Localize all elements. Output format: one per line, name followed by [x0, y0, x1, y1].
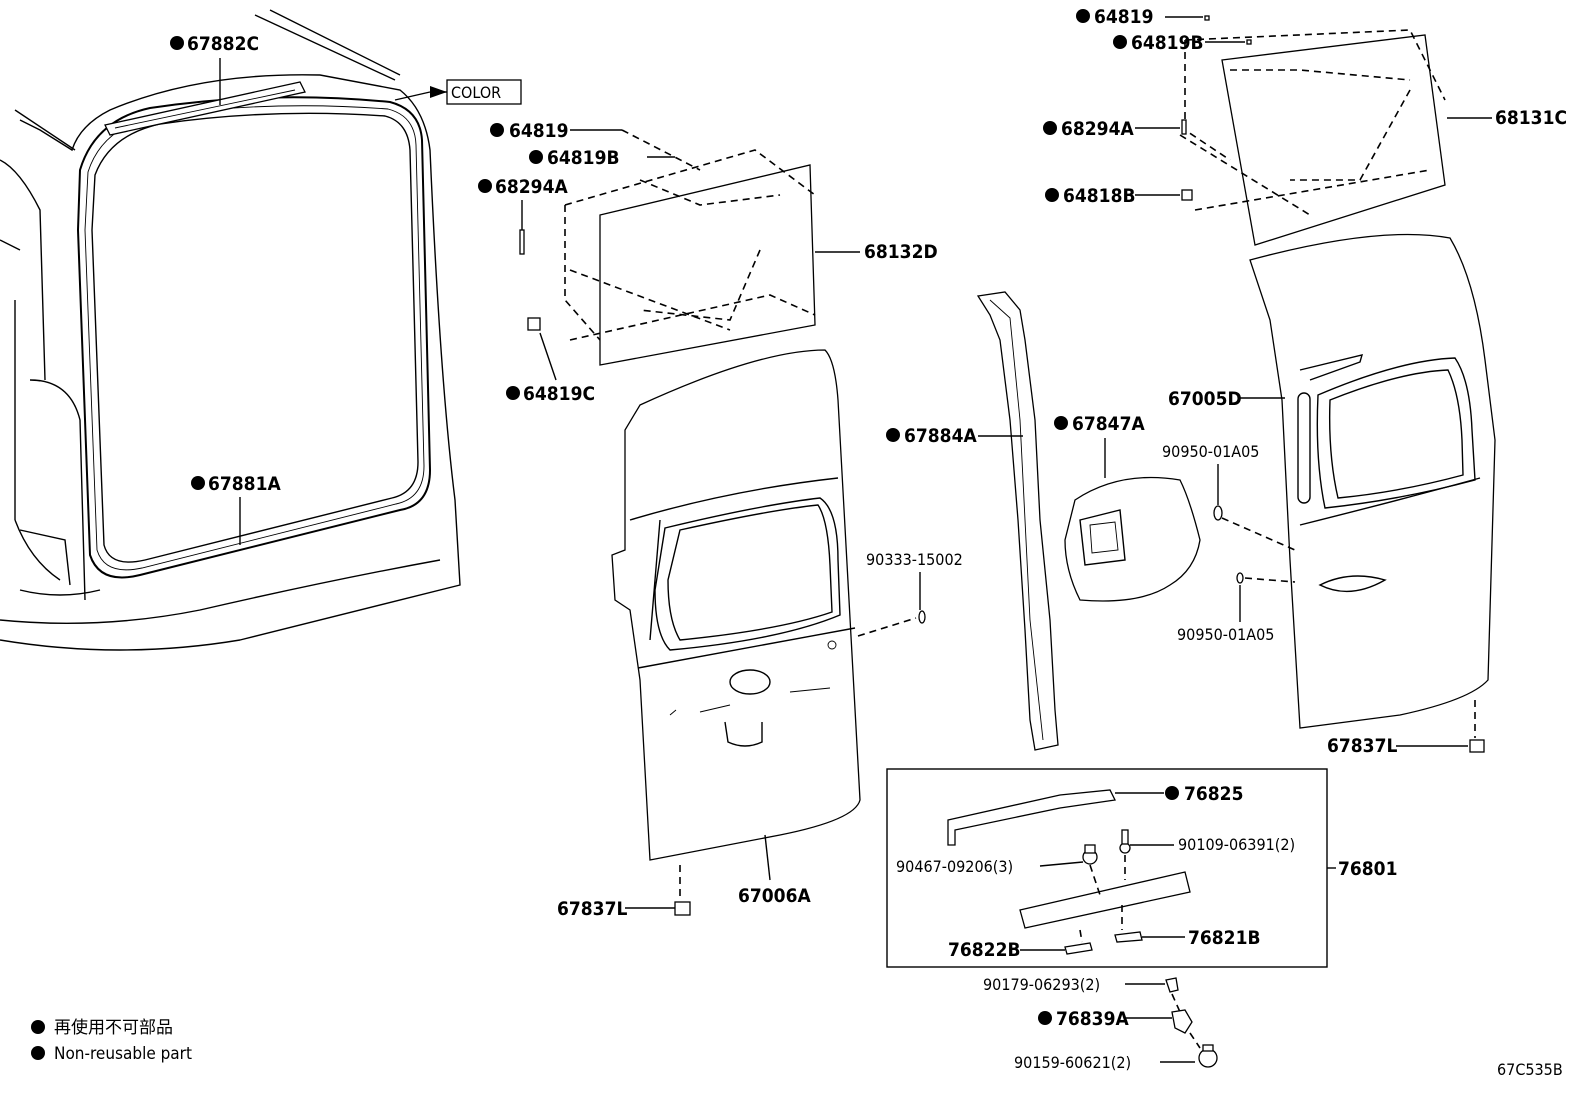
- callout-67881A: 67881A: [208, 473, 281, 495]
- callout-90159-60621: 90159-60621(2): [1014, 1053, 1131, 1072]
- callout-76801: 76801: [1338, 858, 1397, 880]
- legend-bullet-jp: [31, 1020, 45, 1034]
- callout-90333-15002: 90333-15002: [866, 550, 963, 569]
- callout-90109-06391: 90109-06391(2): [1178, 835, 1295, 854]
- back-door-right: [1179, 15, 1496, 753]
- callout-64819C: 64819C: [523, 383, 595, 405]
- callout-64818B: 64818B: [1063, 185, 1136, 207]
- callout-64819B-right: 64819B: [1131, 32, 1204, 54]
- callout-90950-01A05-top: 90950-01A05: [1162, 442, 1259, 461]
- back-door-left: [519, 149, 926, 916]
- callout-67006A: 67006A: [738, 885, 811, 907]
- callout-64819B-mid: 64819B: [547, 147, 620, 169]
- callout-68294A-right: 68294A: [1061, 118, 1134, 140]
- callout-67884A: 67884A: [904, 425, 977, 447]
- vehicle-rear-body: [0, 9, 461, 651]
- callout-67882C: 67882C: [187, 33, 259, 55]
- legend: 再使用不可部品 Non-reusable part: [31, 1017, 192, 1064]
- weatherstrip-67884A: [976, 291, 1059, 751]
- callout-68131C: 68131C: [1495, 107, 1567, 129]
- callout-67847A: 67847A: [1072, 413, 1145, 435]
- callout-76825: 76825: [1184, 783, 1243, 805]
- callout-76822B: 76822B: [948, 939, 1021, 961]
- callout-67837L-left: 67837L: [557, 898, 627, 920]
- legend-text-jp: 再使用不可部品: [54, 1017, 173, 1038]
- callout-68294A-mid: 68294A: [495, 176, 568, 198]
- legend-text-en: Non-reusable part: [54, 1044, 192, 1064]
- callout-90467-09206: 90467-09206(3): [896, 857, 1013, 876]
- color-label: COLOR: [451, 83, 501, 102]
- callout-64819-right: 64819: [1094, 6, 1153, 28]
- callout-90950-01A05-bottom: 90950-01A05: [1177, 625, 1274, 644]
- callout-64819-mid: 64819: [509, 120, 568, 142]
- diagram-code: 67C535B: [1497, 1060, 1563, 1079]
- lock-assembly-67847A: [1064, 476, 1201, 602]
- legend-bullet-en: [31, 1046, 45, 1060]
- callout-76839A: 76839A: [1056, 1008, 1129, 1030]
- callout-68132D: 68132D: [864, 241, 938, 263]
- callout-76821B: 76821B: [1188, 927, 1261, 949]
- callout-67005D: 67005D: [1168, 388, 1242, 410]
- callout-90179-06293: 90179-06293(2): [983, 975, 1100, 994]
- callout-67837L-right: 67837L: [1327, 735, 1397, 757]
